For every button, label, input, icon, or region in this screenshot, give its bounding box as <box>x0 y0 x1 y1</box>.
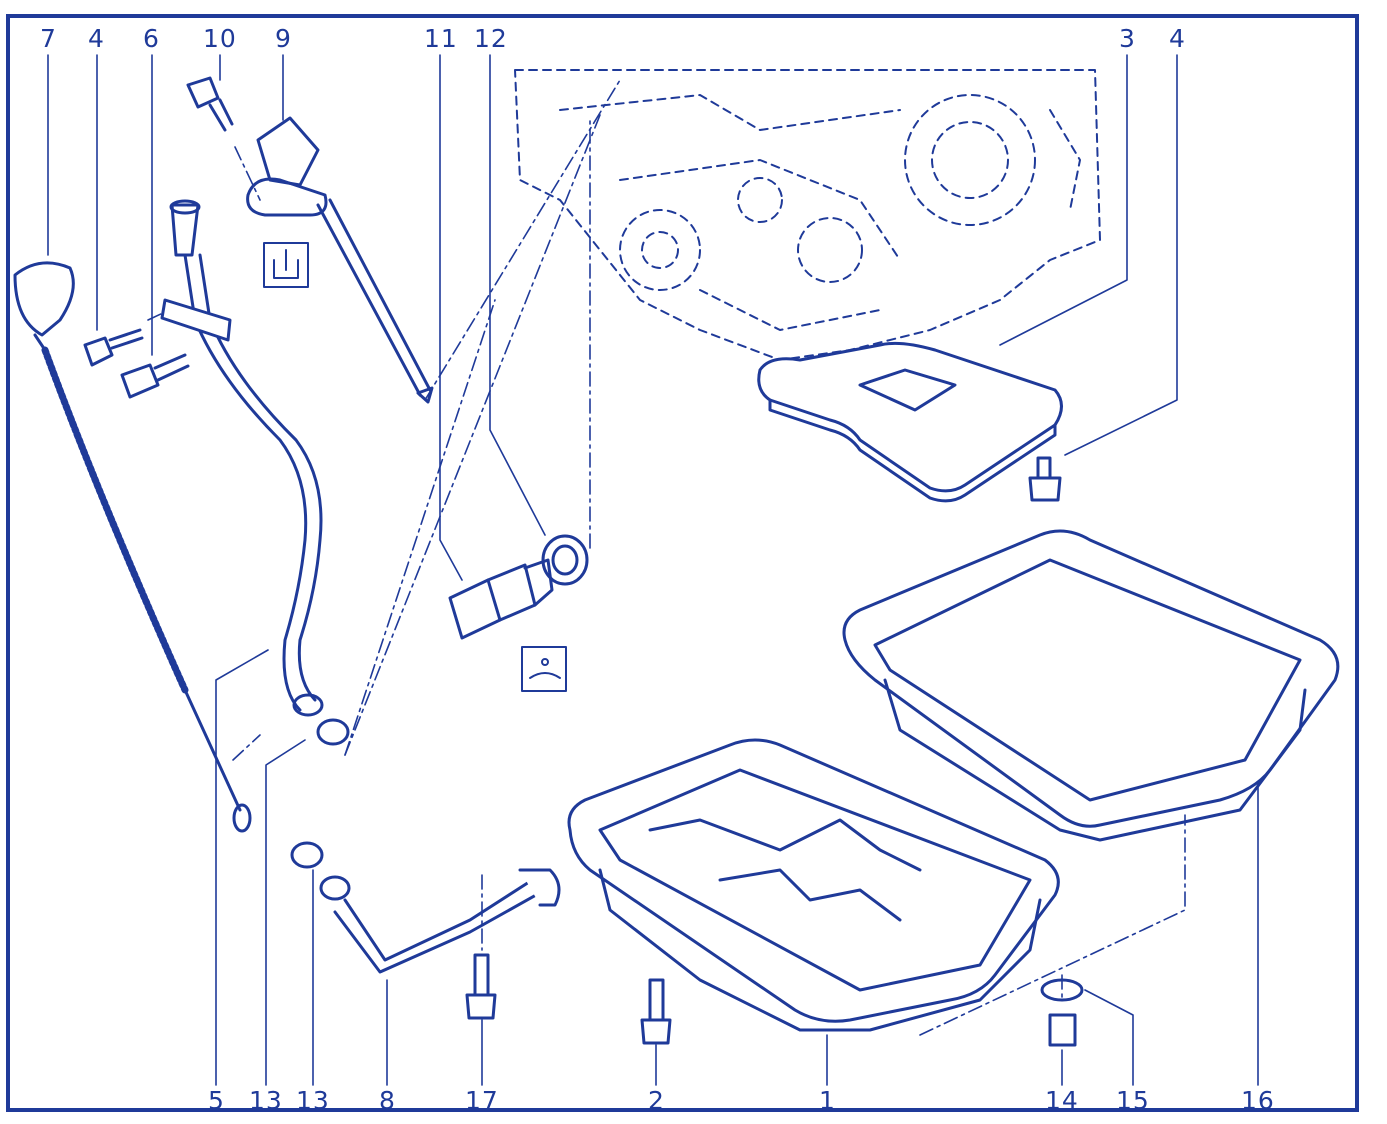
label-part-6: 6 <box>143 24 160 53</box>
label-part-1: 1 <box>819 1086 836 1115</box>
label-part-13: 13 <box>249 1086 283 1115</box>
oil-pan-adapter-plate <box>757 341 1063 503</box>
label-part-14: 14 <box>1045 1086 1079 1115</box>
oil-pressure-switch <box>448 558 554 640</box>
label-part-7: 7 <box>40 24 57 53</box>
stud-6 <box>120 353 190 399</box>
drain-washer-15 <box>1040 978 1084 1002</box>
bolt-10 <box>186 76 234 132</box>
label-part-8: 8 <box>379 1086 396 1115</box>
oil-level-sensor-icon <box>263 242 309 288</box>
label-part-11: 11 <box>424 24 458 53</box>
seal-washer-12 <box>541 534 589 586</box>
label-part-16: 16 <box>1241 1086 1275 1115</box>
seal-ring-13-upper <box>316 718 350 746</box>
label-part-15: 15 <box>1116 1086 1150 1115</box>
oil-level-sensor <box>246 116 434 404</box>
label-part-3: 3 <box>1119 24 1136 53</box>
oil-pan-baffle <box>842 529 1340 842</box>
label-part-10: 10 <box>203 24 237 53</box>
oil-pressure-icon <box>521 646 567 692</box>
oil-pan <box>567 738 1060 1032</box>
label-part-17: 17 <box>465 1086 499 1115</box>
diagram-frame <box>6 14 1359 1112</box>
bolt-2 <box>640 978 672 1045</box>
oil-pickup-tube <box>319 868 561 974</box>
label-part-2: 2 <box>648 1086 665 1115</box>
label-part-4: 4 <box>88 24 105 53</box>
bolt-4-left <box>83 328 144 367</box>
label-part-9: 9 <box>275 24 292 53</box>
leader-lines <box>47 54 1259 1086</box>
drain-plug-14 <box>1048 1013 1077 1047</box>
seal-ring-13-lower <box>290 841 324 869</box>
label-part-5: 5 <box>208 1086 225 1115</box>
dipstick-tube <box>160 199 324 717</box>
engine-block-outline <box>514 69 1101 361</box>
label-part-4-right: 4 <box>1169 24 1186 53</box>
bolt-17 <box>465 953 497 1020</box>
dipstick <box>13 261 252 833</box>
label-part-12: 12 <box>474 24 508 53</box>
label-part-13-lower: 13 <box>296 1086 330 1115</box>
bolt-4-right <box>1028 456 1062 502</box>
